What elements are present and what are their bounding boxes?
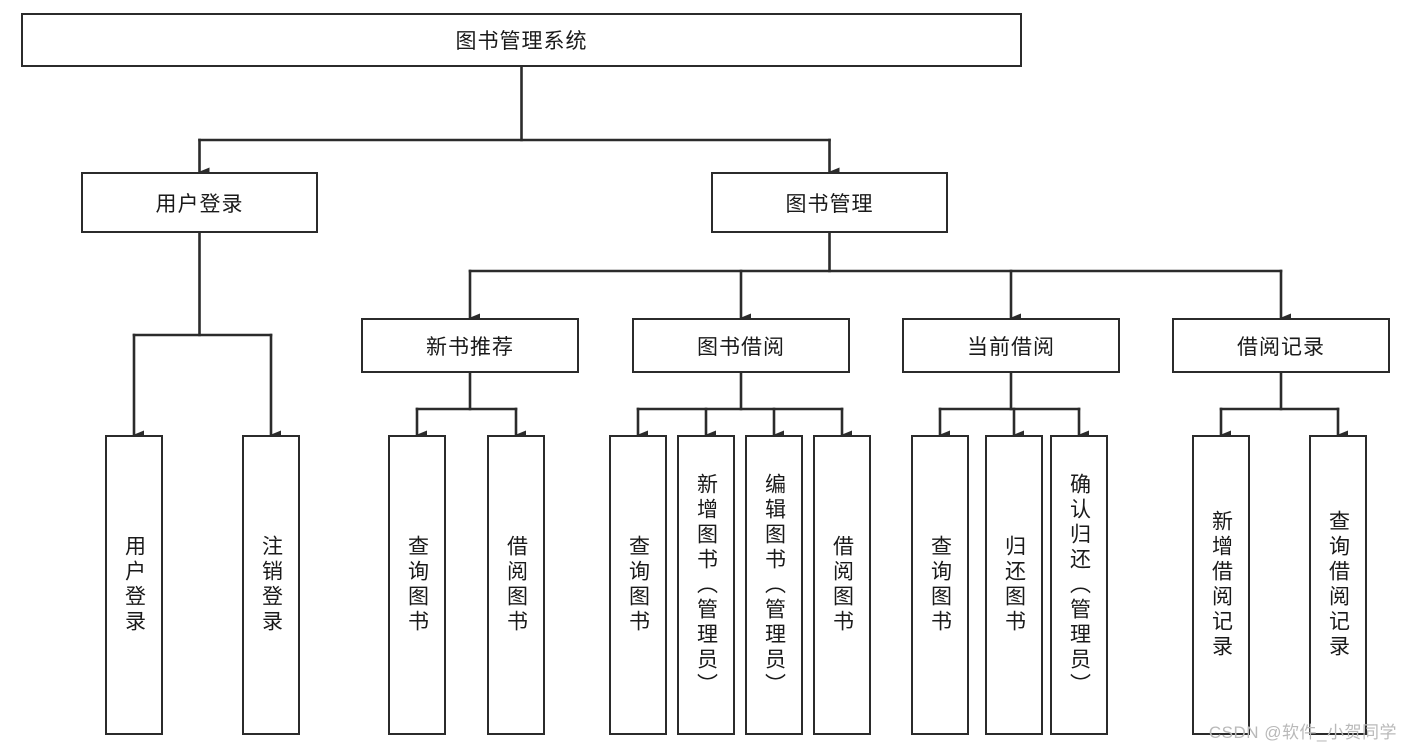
node-label: 查询图书 xyxy=(928,535,952,635)
node-label: 图书管理系统 xyxy=(455,30,588,53)
node-l10[interactable]: 归还图书 xyxy=(985,435,1043,735)
node-l12[interactable]: 新增借阅记录 xyxy=(1192,435,1250,735)
node-label: 用户登录 xyxy=(122,535,146,635)
node-l13[interactable]: 查询借阅记录 xyxy=(1309,435,1367,735)
node-l3[interactable]: 查询图书 xyxy=(388,435,446,735)
node-login[interactable]: 用户登录 xyxy=(81,172,318,233)
node-borrow[interactable]: 图书借阅 xyxy=(632,318,850,373)
node-l8[interactable]: 借阅图书 xyxy=(813,435,871,735)
node-label: 用户登录 xyxy=(155,192,244,216)
node-l11[interactable]: 确认归还（管理员） xyxy=(1050,435,1108,735)
node-root[interactable]: 图书管理系统 xyxy=(21,13,1022,67)
node-label: 当前借阅 xyxy=(967,335,1055,359)
node-label: 查询图书 xyxy=(405,535,429,635)
node-l4[interactable]: 借阅图书 xyxy=(487,435,545,735)
csdn-watermark: CSDN @软件_小贺同学 xyxy=(1208,723,1397,742)
node-label: 查询借阅记录 xyxy=(1326,510,1350,660)
node-label: 注销登录 xyxy=(259,535,283,635)
node-label: 归还图书 xyxy=(1002,535,1026,635)
node-label: 新增图书（管理员） xyxy=(694,472,718,698)
node-label: 确认归还（管理员） xyxy=(1067,472,1091,698)
node-l5[interactable]: 查询图书 xyxy=(609,435,667,735)
node-l7[interactable]: 编辑图书（管理员） xyxy=(745,435,803,735)
node-label: 图书借阅 xyxy=(697,335,785,359)
node-l6[interactable]: 新增图书（管理员） xyxy=(677,435,735,735)
node-current[interactable]: 当前借阅 xyxy=(902,318,1120,373)
node-label: 借阅图书 xyxy=(830,535,854,635)
node-label: 查询图书 xyxy=(626,535,650,635)
node-label: 编辑图书（管理员） xyxy=(762,472,786,698)
node-l1[interactable]: 用户登录 xyxy=(105,435,163,735)
node-label: 借阅记录 xyxy=(1237,335,1325,359)
node-newrec[interactable]: 新书推荐 xyxy=(361,318,579,373)
node-label: 借阅图书 xyxy=(504,535,528,635)
node-l9[interactable]: 查询图书 xyxy=(911,435,969,735)
node-label: 新增借阅记录 xyxy=(1209,510,1233,660)
node-records[interactable]: 借阅记录 xyxy=(1172,318,1390,373)
node-bookmgr[interactable]: 图书管理 xyxy=(711,172,948,233)
node-label: 新书推荐 xyxy=(426,335,514,359)
node-l2[interactable]: 注销登录 xyxy=(242,435,300,735)
node-label: 图书管理 xyxy=(785,192,874,216)
